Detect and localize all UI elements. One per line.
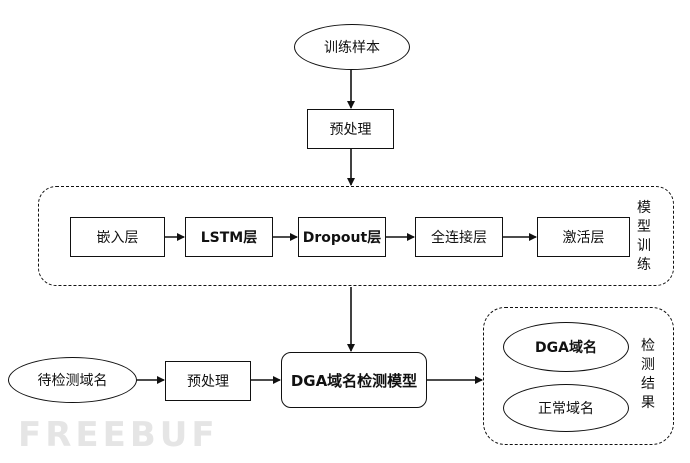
activation-layer-node: 激活层 xyxy=(537,217,630,257)
model-training-char-3: 训 xyxy=(637,238,651,254)
dga-detection-model-node: DGA域名检测模型 xyxy=(281,352,427,408)
embedding-layer-node: 嵌入层 xyxy=(70,217,165,257)
model-training-char-2: 型 xyxy=(637,219,651,235)
dga-domain-result-node: DGA域名 xyxy=(503,322,629,372)
dense-layer-node: 全连接层 xyxy=(415,217,503,257)
training-samples-node: 训练样本 xyxy=(294,24,410,70)
detection-result-char-3: 结 xyxy=(641,376,655,392)
detection-result-group xyxy=(483,307,674,445)
model-training-char-4: 练 xyxy=(637,257,651,273)
detection-result-char-1: 检 xyxy=(641,338,655,354)
model-training-label: 模 型 训 练 xyxy=(637,199,651,275)
model-training-char-1: 模 xyxy=(637,200,651,216)
preprocess-top-node: 预处理 xyxy=(307,109,394,149)
detection-result-label: 检 测 结 果 xyxy=(641,337,655,413)
model-training-group xyxy=(38,186,674,286)
preprocess-bottom-node: 预处理 xyxy=(165,361,251,401)
lstm-layer-node: LSTM层 xyxy=(185,217,273,257)
detection-result-char-4: 果 xyxy=(641,395,655,411)
freebuf-watermark: FREEBUF xyxy=(18,415,219,455)
dropout-layer-node: Dropout层 xyxy=(298,217,386,257)
domains-to-check-node: 待检测域名 xyxy=(8,357,137,403)
detection-result-char-2: 测 xyxy=(641,357,655,373)
normal-domain-result-node: 正常域名 xyxy=(503,384,629,432)
